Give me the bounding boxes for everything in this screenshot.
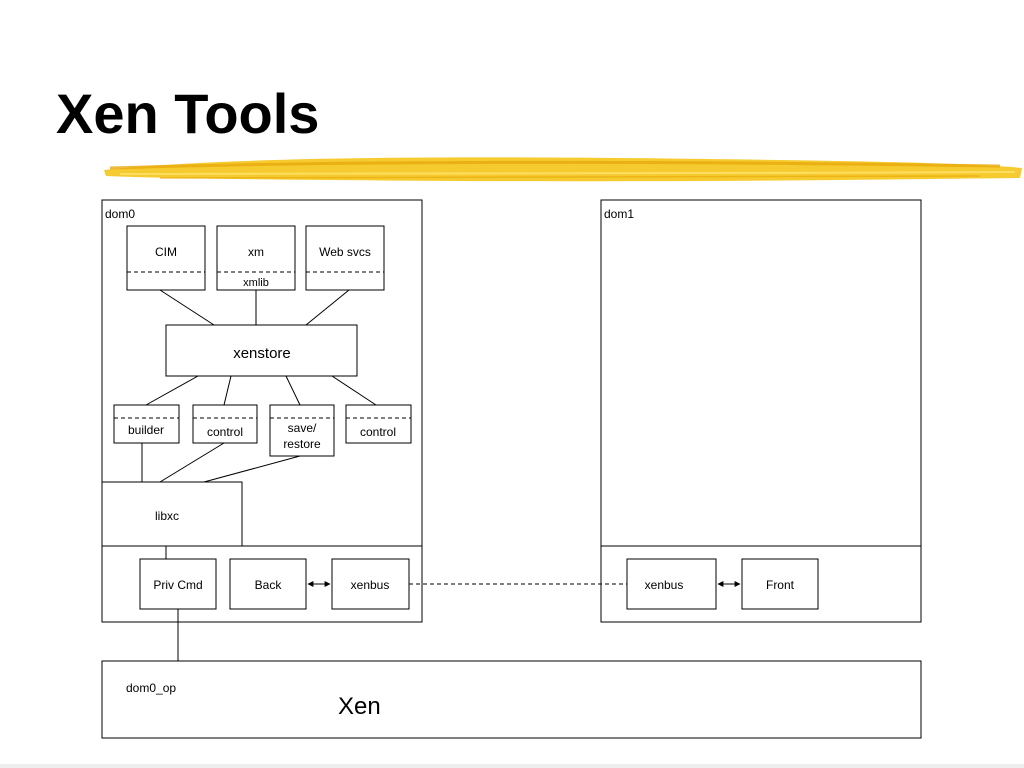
control-box-2 [345,404,412,444]
builder-label: builder [128,423,164,437]
xen-label: Xen [338,693,381,720]
dom1-xenbus-label: xenbus [645,578,684,592]
save-restore-label-1: save/ [288,421,317,435]
web-svcs-label: Web svcs [319,245,371,259]
back-box [229,558,307,610]
web-svcs-box [305,225,385,291]
control-box-1 [192,404,258,444]
dom0-xenbus-label: xenbus [351,578,390,592]
title-brush-stroke [104,157,1022,182]
libxc-box [101,481,243,547]
back-label: Back [255,578,283,592]
front-box [741,558,819,610]
xenstore-label: xenstore [233,345,291,362]
dom1-box [600,199,922,623]
control-label-2: control [360,425,396,439]
libxc-label: libxc [155,509,179,523]
dom0-label: dom0 [105,207,135,221]
dom1-label: dom1 [604,207,634,221]
xen-box [101,660,922,739]
control-label-1: control [207,425,243,439]
cim-box [126,225,206,291]
save-restore-box [269,404,335,457]
dom0-op-label: dom0_op [126,681,176,695]
xm-label: xm [248,245,264,259]
slide-title: Xen Tools [56,82,320,145]
dom0-box [101,199,423,623]
front-label: Front [766,578,795,592]
xmlib-label: xmlib [243,277,269,289]
save-restore-label-2: restore [283,437,321,451]
xenstore-box [165,324,358,377]
bottom-rule [0,764,1024,768]
priv-cmd-label: Priv Cmd [153,578,202,592]
cim-label: CIM [155,245,177,259]
